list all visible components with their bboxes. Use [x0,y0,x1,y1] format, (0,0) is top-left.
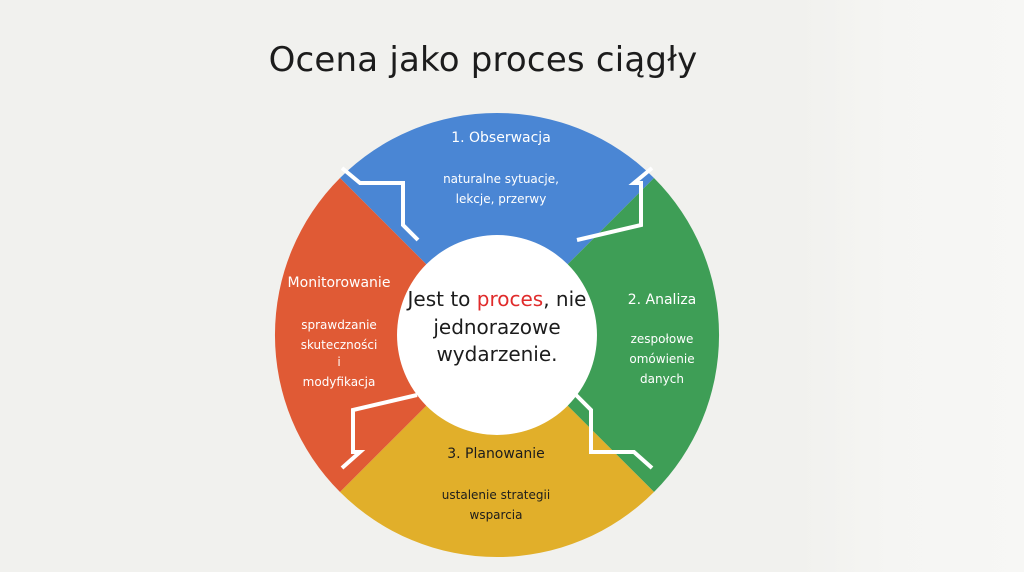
planning-desc-line-2: wsparcia [470,508,523,522]
monitoring-desc-line-1: sprawdzanie [301,318,377,332]
analysis-desc-line-2: omówienie [629,352,694,366]
monitoring-desc-line-3: i [337,355,340,369]
segment-observation [340,112,654,265]
segment-monitoring [274,178,427,492]
monitoring-desc-line-4: modyfikacja [303,375,376,389]
observation-desc-line-2: lekcje, przerwy [456,192,547,206]
arrow-outline-top-right [576,166,654,242]
monitoring-desc-line-2: skuteczności [301,338,378,352]
center-circle [397,235,597,435]
center-line-1-end: , nie [543,287,586,311]
center-highlight-word: proces [477,287,543,311]
monitoring-title: Monitorowanie [288,275,391,291]
arrow-outline-bottom-left [340,393,418,470]
observation-title: 1. Obserwacja [451,130,551,146]
segment-analysis [567,178,720,492]
diagram-title: Ocena jako proces ciągły [268,40,698,80]
planning-title: 3. Planowanie [447,446,545,462]
center-line-3: wydarzenie. [436,342,557,366]
arrow-outline-bottom-right [574,393,654,470]
analysis-desc-line-1: zespołowe [631,332,694,346]
center-line-1: Jest to proces, nie [406,287,587,311]
background-panel [800,0,1024,572]
arrow-outline-top-left [340,166,420,242]
analysis-title: 2. Analiza [628,292,697,308]
planning-desc-line-1: ustalenie strategii [442,488,550,502]
center-line-2: jednorazowe [432,315,560,339]
observation-desc-line-1: naturalne sytuacje, [443,172,559,186]
center-line-1-start: Jest to [406,287,477,311]
segment-planning [340,405,654,558]
analysis-desc-line-3: danych [640,372,684,386]
